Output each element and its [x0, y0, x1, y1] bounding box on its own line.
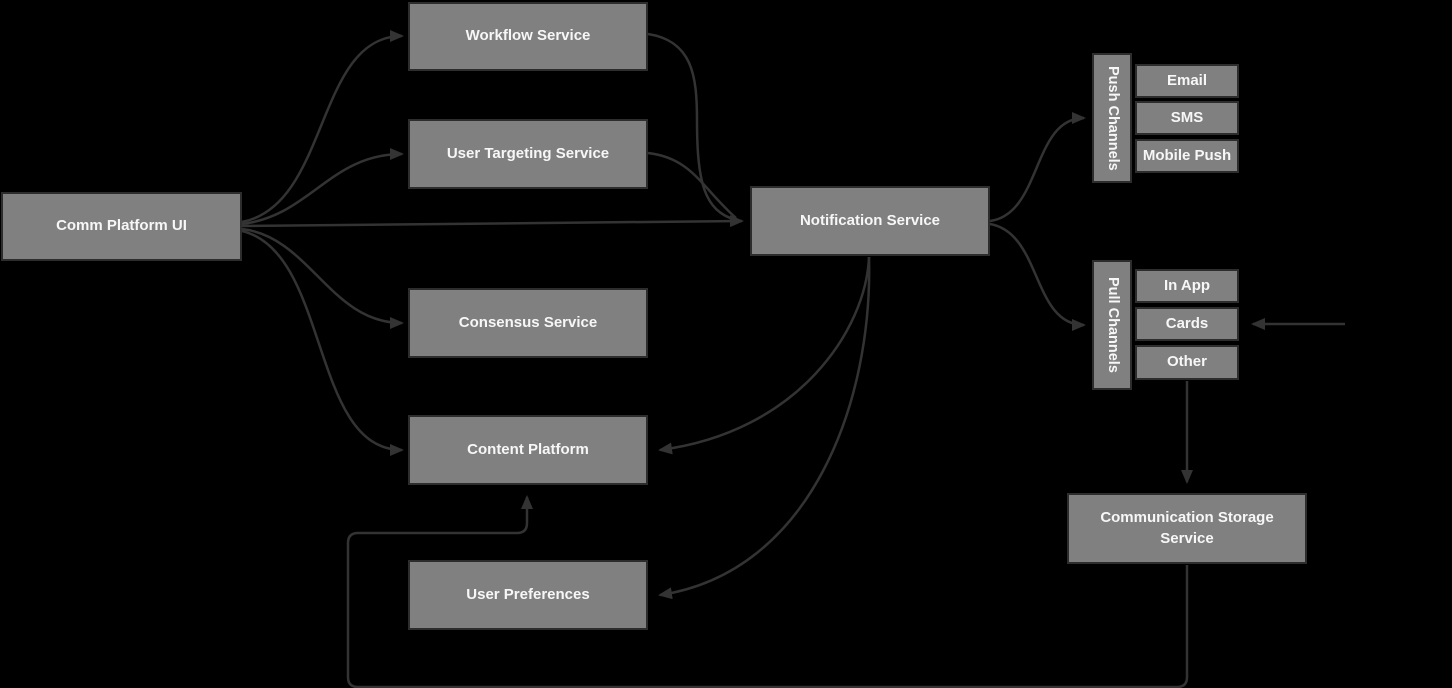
edge-notification-to-pullchannels: [989, 222, 1086, 331]
node-notification-service: Notification Service: [750, 186, 990, 256]
node-consensus-service: Consensus Service: [408, 288, 648, 358]
edge-commui-to-contentplatform: [241, 229, 404, 456]
edge-notification-to-pushchannels: [989, 112, 1086, 223]
node-user-preferences: User Preferences: [408, 560, 648, 630]
node-push-channels: Push Channels: [1092, 53, 1132, 183]
node-mobile-push: Mobile Push: [1135, 139, 1239, 173]
node-sms: SMS: [1135, 101, 1239, 135]
node-cards: Cards: [1135, 307, 1239, 341]
node-pull-channels: Pull Channels: [1092, 260, 1132, 390]
node-in-app: In App: [1135, 269, 1239, 303]
edge-workflow-to-notification: [647, 32, 737, 222]
node-user-targeting-service: User Targeting Service: [408, 119, 648, 189]
edge-usertargeting-to-notification: [647, 151, 737, 219]
edge-notification-to-contentplatform: [658, 256, 871, 455]
node-workflow-service: Workflow Service: [408, 2, 648, 71]
edge-commui-to-usertargeting: [241, 148, 404, 226]
node-email: Email: [1135, 64, 1239, 98]
node-communication-storage-service: Communication Storage Service: [1067, 493, 1307, 564]
edge-commui-to-consensus: [241, 227, 404, 329]
node-other: Other: [1135, 345, 1239, 380]
edge-notification-to-userpreferences: [658, 256, 871, 600]
node-comm-platform-ui: Comm Platform UI: [1, 192, 242, 261]
edge-commui-to-notification: [241, 215, 744, 228]
node-content-platform: Content Platform: [408, 415, 648, 485]
edge-commui-to-workflow: [241, 30, 404, 224]
edge-storage-to-contentplatform: [346, 495, 1189, 688]
